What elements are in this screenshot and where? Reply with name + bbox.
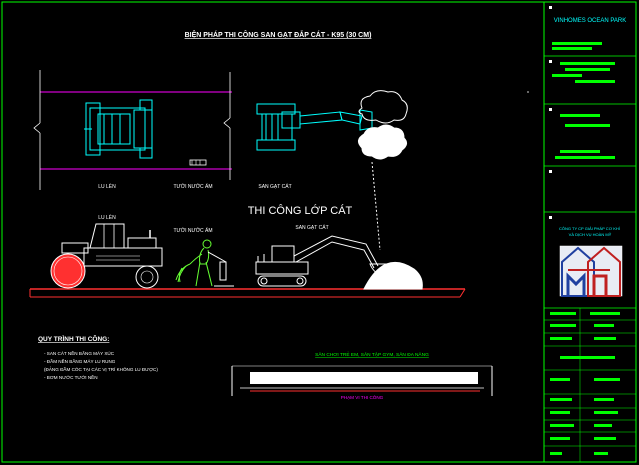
process-heading: QUY TRÌNH THI CÔNG: xyxy=(38,334,109,343)
main-label: THI CÔNG LỚP CÁT xyxy=(248,204,353,217)
company-name-line: VÀ DỊCH VỤ HOÀN MỸ xyxy=(569,232,612,237)
company-name: CÔNG TY CP GIẢI PHÁP CƠ KHÍ VÀ DỊCH VỤ H… xyxy=(559,226,621,237)
side-label-watering: TƯỚI NƯỚC ẨM xyxy=(173,227,212,234)
top-label-watering: TƯỚI NƯỚC ẨM xyxy=(173,183,212,190)
process-step: - SAN CÁT NỀN BẰNG MÁY XÚC xyxy=(44,349,115,356)
worker-watering-icon xyxy=(175,239,234,287)
sand-cloud-icon xyxy=(358,124,408,160)
section-caption: SÂN CHƠI TRẺ EM, SÂN TẬP GYM, SÂN ĐA NĂN… xyxy=(315,351,429,358)
top-label-roller: LU LÈN xyxy=(98,183,116,190)
side-elevation xyxy=(29,223,466,298)
sand-pile-icon xyxy=(363,261,423,290)
process-notes: QUY TRÌNH THI CÔNG: - SAN CÁT NỀN BẰNG M… xyxy=(38,334,158,380)
project-name: VINHOMES OCEAN PARK xyxy=(554,18,627,24)
plan-view xyxy=(33,70,529,251)
tamper-plan-icon xyxy=(189,159,207,166)
top-label-excavator: SAN GẠT CÁT xyxy=(258,183,291,190)
process-step: - BƠM NƯỚC TƯỚI NỀN xyxy=(44,374,98,380)
excavator-plan-icon xyxy=(256,103,373,151)
company-name-line: CÔNG TY CP GIẢI PHÁP CƠ KHÍ xyxy=(559,226,621,231)
excavator-side-icon xyxy=(255,235,389,287)
side-label-excavator: SAN GẠT CÁT xyxy=(295,224,328,231)
section-range-label: PHẠM VI THI CÔNG xyxy=(341,394,384,400)
drawing-title: BIỆN PHÁP THI CÔNG SAN GẠT ĐẮP CÁT - K95… xyxy=(185,30,372,39)
roller-plan-icon xyxy=(84,99,153,159)
process-step: - ĐẦM NỀN BẰNG MÁY LU RUNG xyxy=(44,357,116,364)
section-detail: SÂN CHƠI TRẺ EM, SÂN TẬP GYM, SÂN ĐA NĂN… xyxy=(231,351,493,400)
company-logo xyxy=(559,245,623,297)
side-label-roller: LU LÈN xyxy=(98,214,116,221)
roller-side-icon xyxy=(50,223,163,289)
section-fill xyxy=(250,372,478,384)
title-block: VINHOMES OCEAN PARK CÔNG TY CP GIẢI PHÁP… xyxy=(543,2,636,462)
sand-pile-plan-icon xyxy=(358,90,408,124)
process-step: (ĐẢNG ĐẦM CÓC TẠI CÁC VỊ TRÍ KHÔNG LU ĐƯ… xyxy=(44,366,158,372)
